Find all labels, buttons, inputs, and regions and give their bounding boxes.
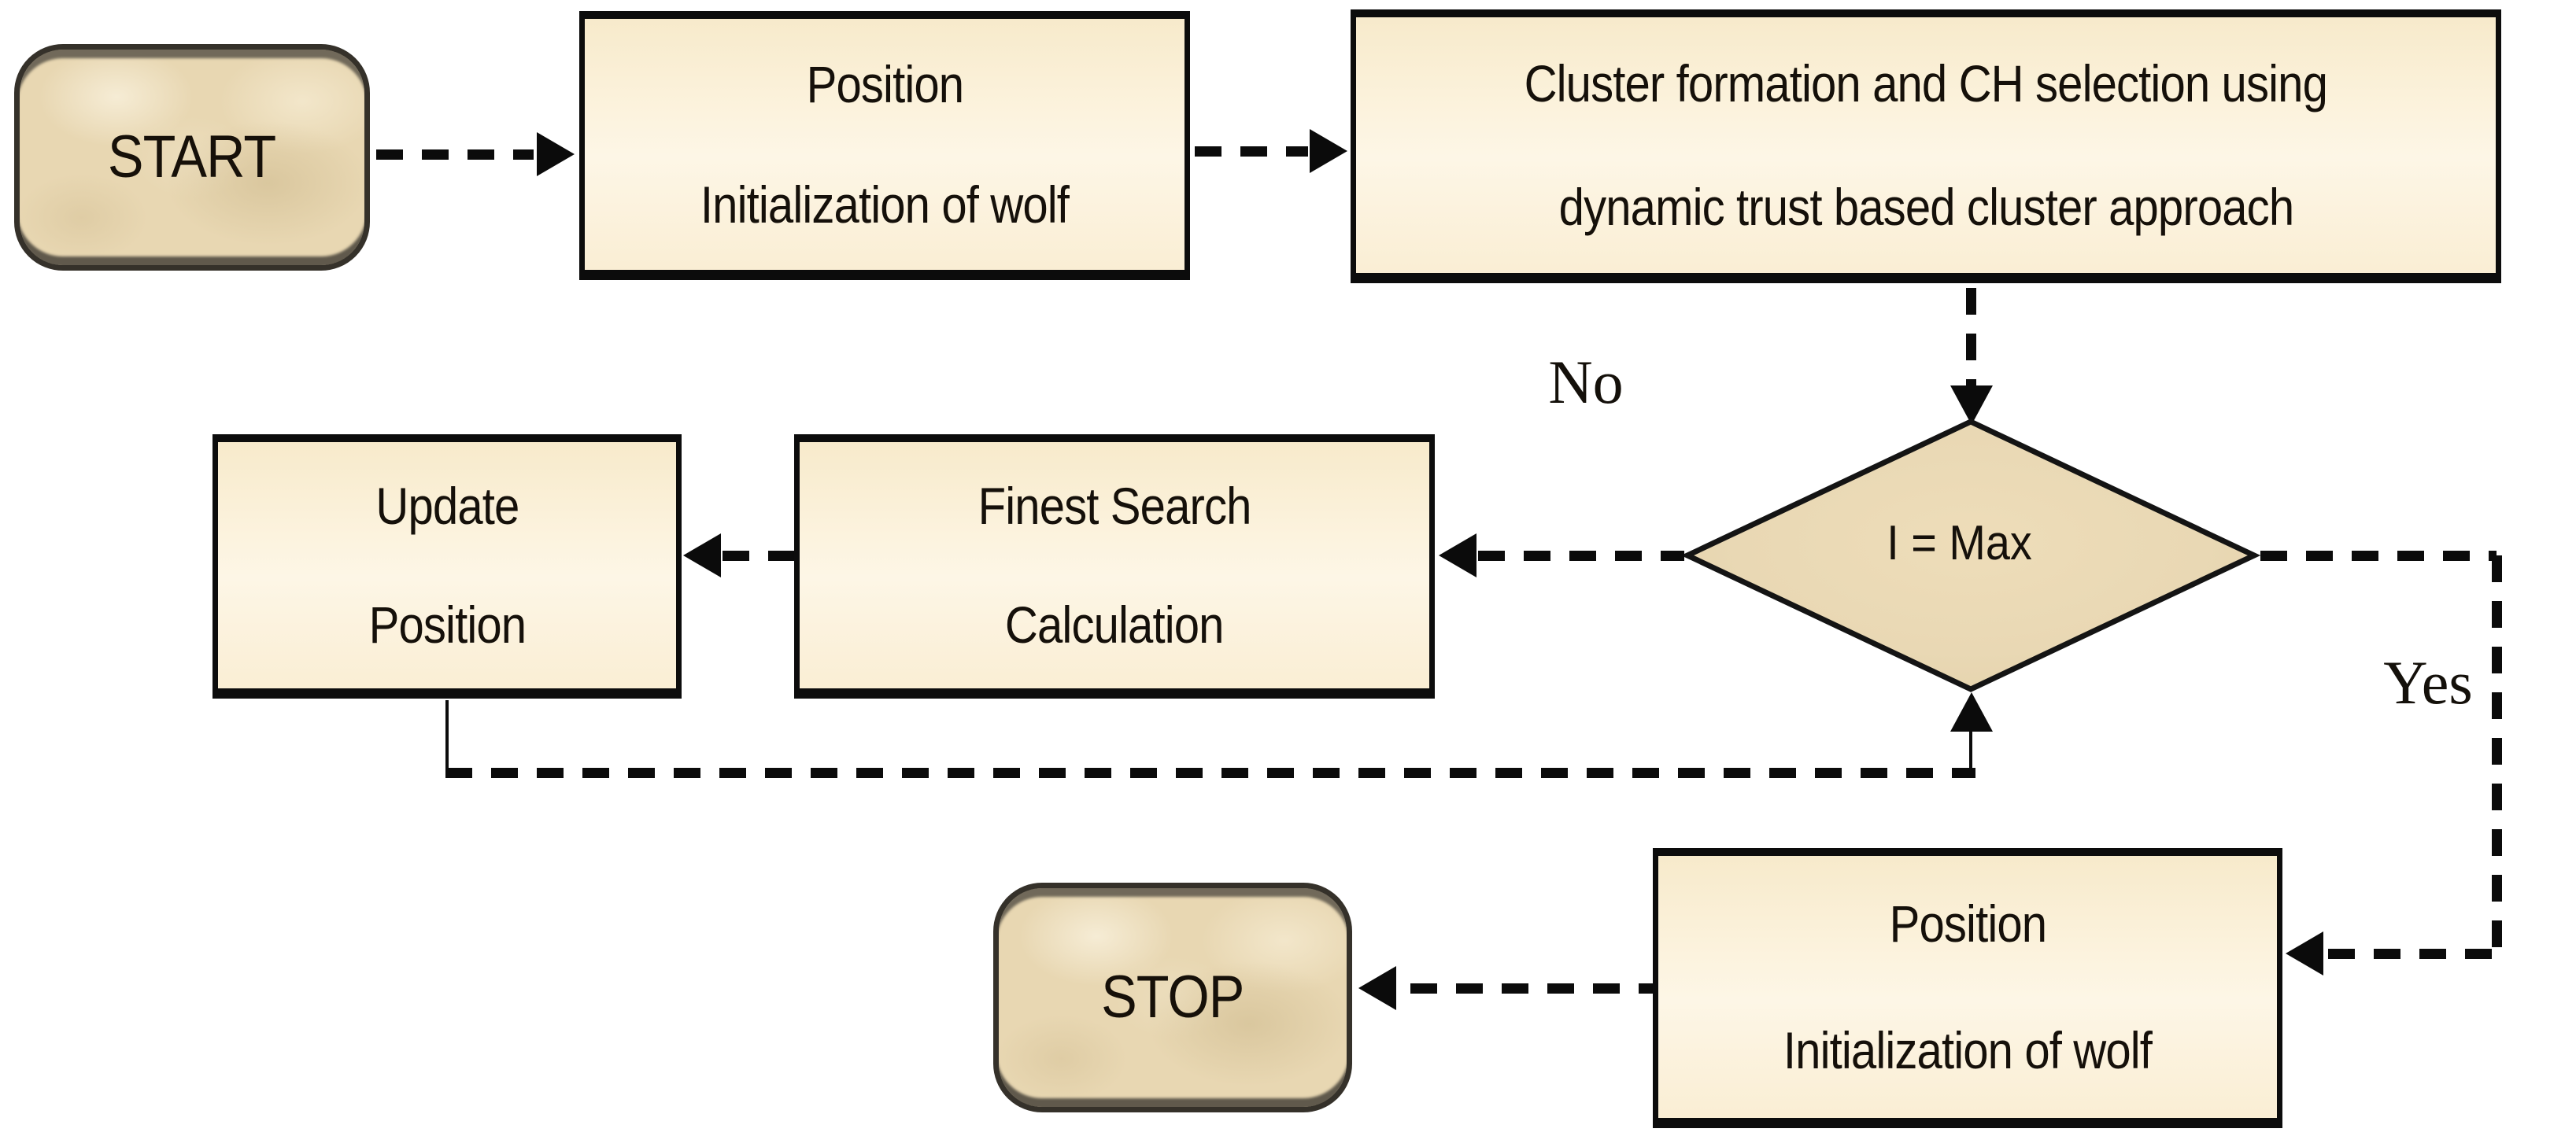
decision-diamond-shape	[1680, 419, 2261, 692]
edge-decision-to-finest-search	[1478, 551, 1684, 561]
node-cluster-formation: Cluster formation and CH selection using…	[1351, 9, 2501, 283]
finest-search-line2: Calculation	[1005, 595, 1225, 654]
position-init-bottom-line2: Initialization of wolf	[1783, 1020, 2153, 1079]
node-update-position: Update Position	[213, 434, 682, 699]
position-init-top-line2: Initialization of wolf	[700, 175, 1070, 234]
node-start-terminator: START	[14, 44, 370, 271]
edge-cluster-to-decision	[1966, 288, 1976, 389]
edge-feedback-to-decision	[445, 768, 1975, 778]
position-init-top-line1: Position	[806, 54, 963, 113]
decision-diamond-polygon	[1680, 419, 2261, 692]
cluster-formation-line2: dynamic trust based cluster approach	[1558, 177, 2293, 236]
edge-decision-yes-vertical	[2492, 555, 2502, 957]
edge-label-no: No	[1548, 348, 1624, 416]
node-decision-i-max: I = Max	[1680, 415, 2261, 695]
arrowhead-into-stop	[1358, 966, 1396, 1010]
stop-label: STOP	[1101, 964, 1244, 1031]
arrowhead-into-position-init-top	[537, 132, 575, 176]
decision-label: I = Max	[1887, 515, 2033, 570]
edge-position-init-bottom-to-stop	[1410, 983, 1653, 994]
arrowhead-into-decision-bottom	[1950, 692, 1993, 732]
edge-decision-yes-horizontal	[2260, 551, 2497, 561]
arrowhead-into-cluster-formation	[1310, 129, 1347, 173]
update-position-line2: Position	[368, 595, 526, 654]
edge-label-yes: Yes	[2383, 648, 2473, 717]
arrowhead-into-position-init-bottom	[2286, 931, 2323, 976]
node-stop-terminator: STOP	[993, 883, 1352, 1112]
node-finest-search-calculation: Finest Search Calculation	[794, 434, 1435, 699]
edge-position-init-to-cluster	[1195, 146, 1308, 157]
arrowhead-into-decision-top	[1950, 385, 1993, 425]
arrowhead-into-finest-search	[1439, 533, 1476, 577]
edge-start-to-position-init	[376, 149, 534, 160]
edge-feedback-up-stub	[1969, 730, 1972, 773]
decision-label-container: I = Max	[1681, 415, 2260, 695]
cluster-formation-line1: Cluster formation and CH selection using	[1524, 54, 2328, 113]
start-label: START	[108, 124, 276, 190]
edge-finest-search-to-update-position	[723, 551, 794, 561]
edge-update-position-down-stub	[445, 700, 449, 773]
finest-search-line1: Finest Search	[978, 477, 1252, 536]
node-position-initialization-top: Position Initialization of wolf	[579, 11, 1190, 280]
arrowhead-into-update-position	[683, 533, 721, 577]
position-init-bottom-line1: Position	[1889, 894, 2046, 953]
update-position-line1: Update	[375, 477, 519, 536]
edge-yes-into-position-init-bottom	[2328, 949, 2497, 959]
node-position-initialization-bottom: Position Initialization of wolf	[1653, 848, 2282, 1128]
